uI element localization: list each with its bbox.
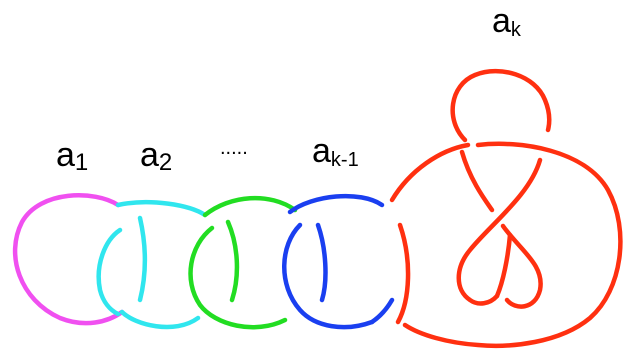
loop-a2 <box>96 199 208 330</box>
loop-a2-strand-d <box>96 227 123 317</box>
knot-ak-strand-d <box>450 69 552 143</box>
loop-ak-minus-1 <box>282 193 395 330</box>
label-a1-base: a <box>56 136 75 174</box>
label-ak-minus-1: ak-1 <box>312 132 359 171</box>
label-ak-subscript: k <box>511 19 522 41</box>
loop-a3-strand-c <box>225 219 240 303</box>
label-akm1-base: a <box>312 132 331 170</box>
loop-a1 <box>12 193 125 326</box>
loop-akm1-strand-a <box>282 222 375 330</box>
label-a2: a2 <box>140 136 172 176</box>
knot-ak-strand-c <box>402 141 623 349</box>
label-akm1-subscript: k-1 <box>331 149 359 171</box>
knot-ak-strand-f <box>500 223 543 309</box>
loop-a2-strand-c <box>137 215 148 303</box>
loop-a3 <box>188 195 298 330</box>
label-a2-subscript: 2 <box>159 149 172 176</box>
knot-ak <box>389 69 623 349</box>
knot-ak-strand-e <box>459 149 495 213</box>
loop-a3-strand-a <box>202 195 298 218</box>
loop-akm1-strand-b <box>287 193 385 215</box>
label-ak: ak <box>492 2 522 41</box>
label-a2-base: a <box>140 136 159 174</box>
loop-akm1-strand-c <box>315 222 328 303</box>
label-ellipsis: ..... <box>220 137 248 159</box>
knot-ak-strand-h <box>494 232 513 299</box>
loop-akm1-strand-d <box>369 297 395 325</box>
loop-a2-strand-a <box>119 309 201 330</box>
label-ak-base: a <box>492 2 511 40</box>
label-a1: a1 <box>56 136 88 176</box>
knot-ak-strand-g <box>456 157 543 306</box>
knot-ak-strand-b <box>389 142 471 203</box>
loop-a2-strand-b <box>115 199 208 218</box>
knot-ak-strand-a <box>395 222 411 325</box>
loop-a3-strand-b <box>188 225 288 330</box>
loop-a1-strand <box>12 193 125 326</box>
label-a1-subscript: 1 <box>75 149 88 176</box>
